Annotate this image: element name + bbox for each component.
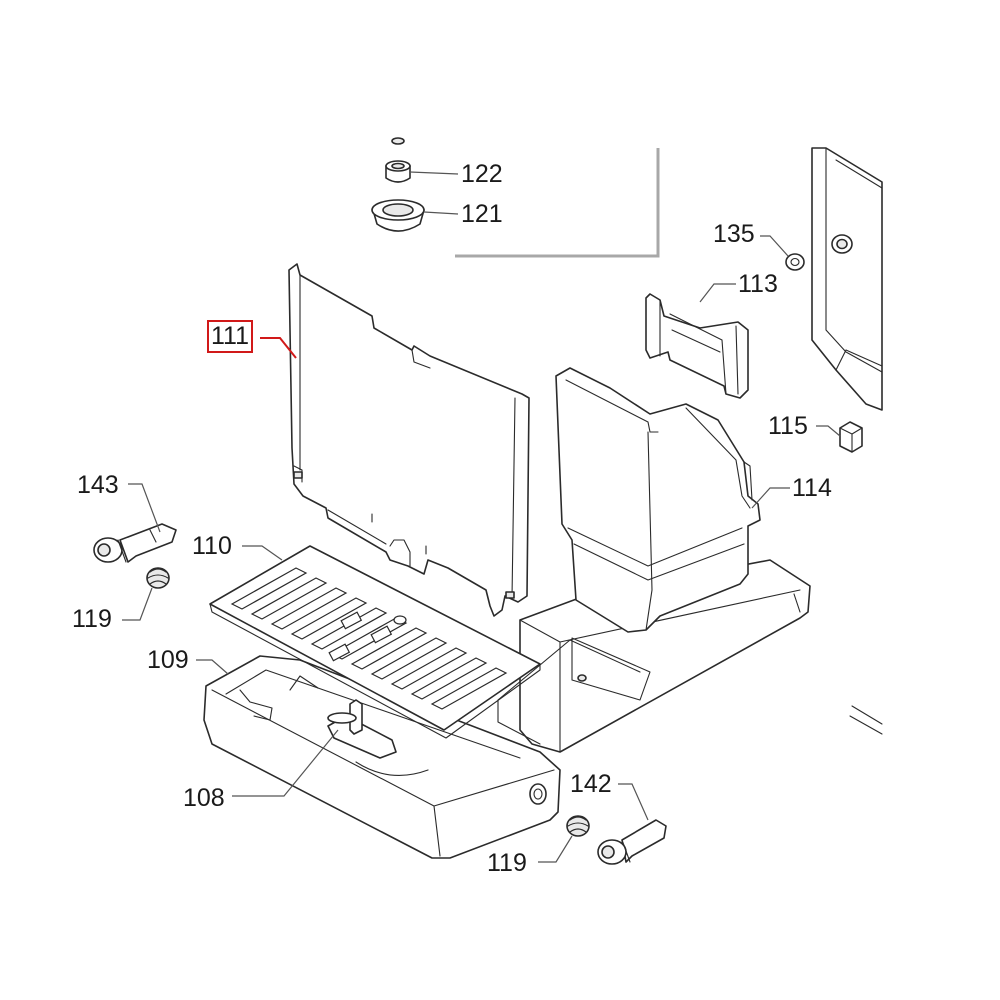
leader-114 [751,487,790,509]
leader-lines [122,171,841,863]
callout-142: 142 [570,770,612,798]
leader-135 [760,235,789,257]
part-142-latch [597,819,667,865]
callout-111-highlighted: 111 [207,320,254,353]
leader-119b [538,835,573,863]
callout-119-right: 119 [487,849,527,877]
part-115-block [839,421,863,453]
leader-122 [409,171,459,175]
callout-110: 110 [192,532,232,560]
part-110-grid [209,545,541,739]
callout-135: 135 [713,220,755,248]
leader-109 [196,659,229,675]
machine-housing-partial [811,147,883,735]
callout-114: 114 [792,474,832,502]
callout-108: 108 [183,784,225,812]
inset-frame [455,148,660,258]
part-143-latch [93,523,177,563]
leader-121 [423,211,459,215]
part-108-float [327,699,397,759]
callout-115: 115 [768,412,808,440]
grid-slots [230,567,508,710]
part-122-cap [385,137,411,183]
callout-109: 109 [147,646,189,674]
part-111-panel [288,263,530,617]
leader-108 [232,729,339,797]
part-113-bracket [645,293,749,399]
leader-115 [816,425,841,437]
part-121-seal [371,199,425,232]
leader-119a [122,587,153,621]
callout-119-left: 119 [72,605,112,633]
callout-113: 113 [738,270,778,298]
callout-122: 122 [461,160,503,188]
callout-121: 121 [461,200,503,228]
leader-142 [618,783,649,821]
part-119-spring-right [566,815,590,837]
leader-113 [699,283,736,303]
leader-111 [260,337,297,359]
part-119-spring-left [146,567,170,589]
callout-143: 143 [77,471,119,499]
leader-143 [128,483,161,533]
part-135-plug [785,253,805,271]
part-114-container [555,367,761,633]
leader-110 [242,545,283,561]
